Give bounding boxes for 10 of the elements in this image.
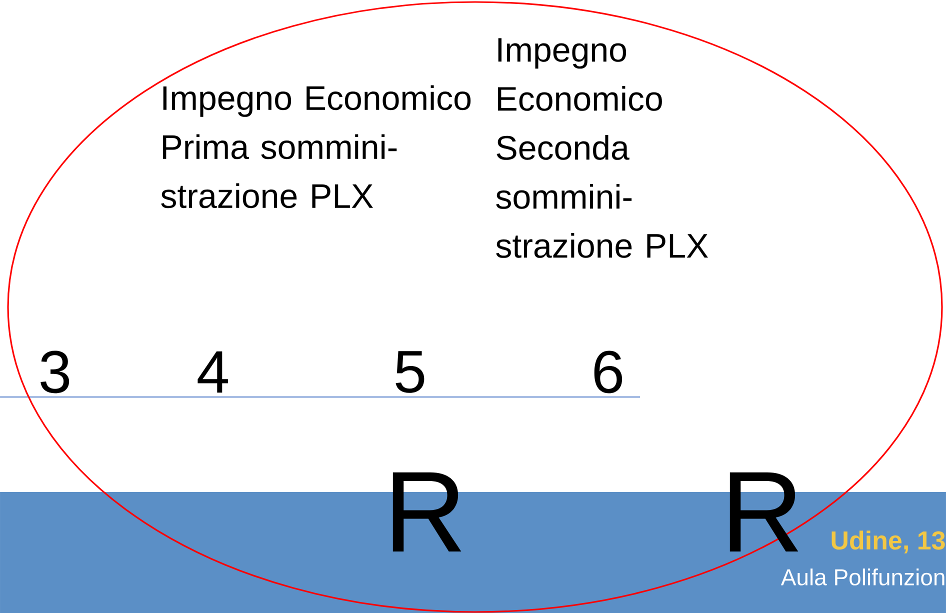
- annotation-text: Impegno Economico Seconda sommini-strazione PLX: [496, 38, 708, 258]
- timeline-number: 6: [594, 350, 622, 394]
- banner-title: Udine, 13: [832, 530, 945, 554]
- letter-mark: R: [392, 472, 462, 552]
- timeline-number: 5: [396, 351, 424, 393]
- annotation-text: Impegno Economico Prima sommini-strazione PLX: [161, 85, 471, 208]
- timeline-number: 3: [40, 350, 70, 394]
- banner-subtitle: Aula Polifunzion: [780, 568, 944, 586]
- timeline-number: 4: [198, 351, 228, 393]
- letter-mark: R: [730, 472, 798, 552]
